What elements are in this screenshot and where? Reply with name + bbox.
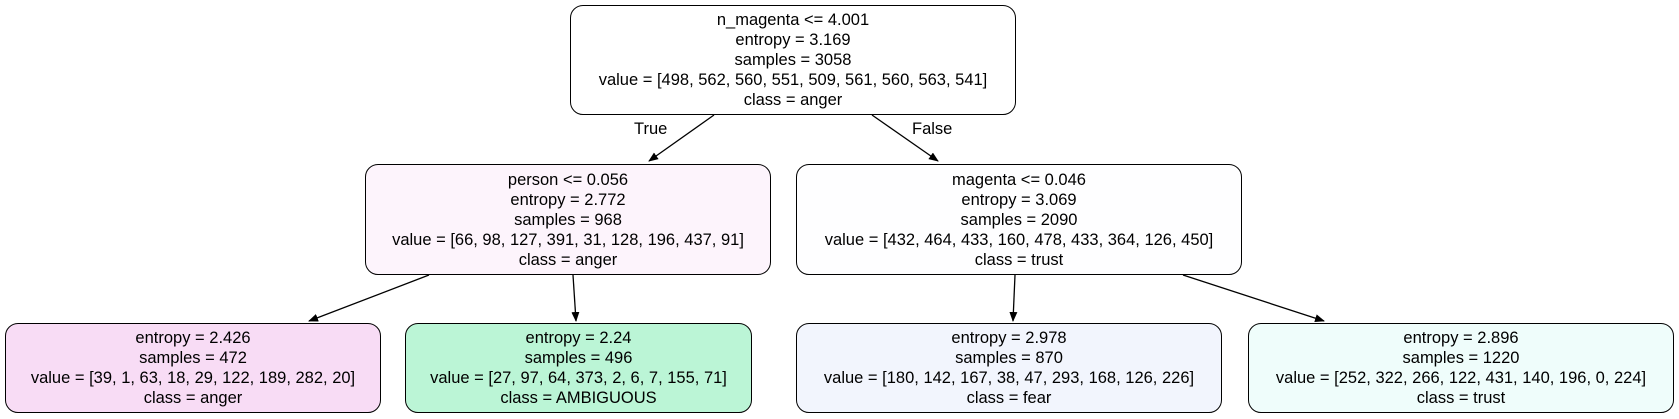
tree-node-root: n_magenta <= 4.001 entropy = 3.169 sampl…: [570, 5, 1016, 115]
tree-node-right: magenta <= 0.046 entropy = 3.069 samples…: [796, 164, 1242, 275]
node-class: class = anger: [518, 250, 618, 269]
node-samples: samples = 870: [955, 349, 1063, 367]
tree-node-left: person <= 0.056 entropy = 2.772 samples …: [365, 164, 771, 275]
edge-left-leaf2: [571, 274, 580, 322]
node-class: class = trust: [1416, 389, 1506, 407]
tree-leaf-2: entropy = 2.24 samples = 496 value = [27…: [405, 323, 752, 413]
node-class: class = AMBIGUOUS: [500, 389, 657, 407]
node-split-rule: n_magenta <= 4.001: [716, 11, 870, 29]
edge-right-leaf3: [1009, 274, 1018, 322]
tree-leaf-4: entropy = 2.896 samples = 1220 value = […: [1248, 323, 1674, 413]
node-class: class = anger: [743, 91, 843, 109]
node-samples: samples = 2090: [960, 210, 1078, 229]
edge-label-false: False: [912, 120, 953, 138]
node-entropy: entropy = 3.069: [961, 190, 1077, 209]
node-entropy: entropy = 2.978: [951, 329, 1067, 347]
node-value: value = [27, 97, 64, 373, 2, 6, 7, 155, …: [430, 369, 727, 387]
node-value: value = [252, 322, 266, 122, 431, 140, 1…: [1275, 369, 1647, 387]
node-value: value = [66, 98, 127, 391, 31, 128, 196,…: [392, 230, 744, 249]
edge-root-left: [648, 114, 715, 162]
node-samples: samples = 968: [514, 210, 622, 229]
node-class: class = trust: [974, 250, 1064, 269]
edge-root-right: [871, 114, 939, 162]
node-value: value = [39, 1, 63, 18, 29, 122, 189, 28…: [30, 369, 356, 387]
node-entropy: entropy = 2.426: [135, 329, 251, 347]
edge-left-leaf1: [308, 274, 430, 322]
node-entropy: entropy = 2.896: [1403, 329, 1519, 347]
edge-right-leaf4: [1182, 274, 1325, 323]
tree-leaf-1: entropy = 2.426 samples = 472 value = [3…: [5, 323, 381, 413]
node-samples: samples = 3058: [734, 51, 852, 69]
node-samples: samples = 496: [524, 349, 633, 367]
node-split-rule: magenta <= 0.046: [952, 170, 1086, 189]
node-entropy: entropy = 2.24: [525, 329, 632, 347]
node-class: class = anger: [143, 389, 243, 407]
node-split-rule: person <= 0.056: [507, 170, 629, 189]
node-class: class = fear: [966, 389, 1052, 407]
edge-label-true: True: [634, 120, 668, 138]
node-samples: samples = 472: [139, 349, 247, 367]
node-samples: samples = 1220: [1402, 349, 1520, 367]
tree-leaf-3: entropy = 2.978 samples = 870 value = [1…: [796, 323, 1222, 413]
node-entropy: entropy = 3.169: [735, 31, 851, 49]
node-value: value = [180, 142, 167, 38, 47, 293, 168…: [823, 369, 1195, 387]
node-value: value = [432, 464, 433, 160, 478, 433, 3…: [824, 230, 1214, 249]
node-value: value = [498, 562, 560, 551, 509, 561, 5…: [598, 71, 988, 89]
node-entropy: entropy = 2.772: [510, 190, 626, 209]
